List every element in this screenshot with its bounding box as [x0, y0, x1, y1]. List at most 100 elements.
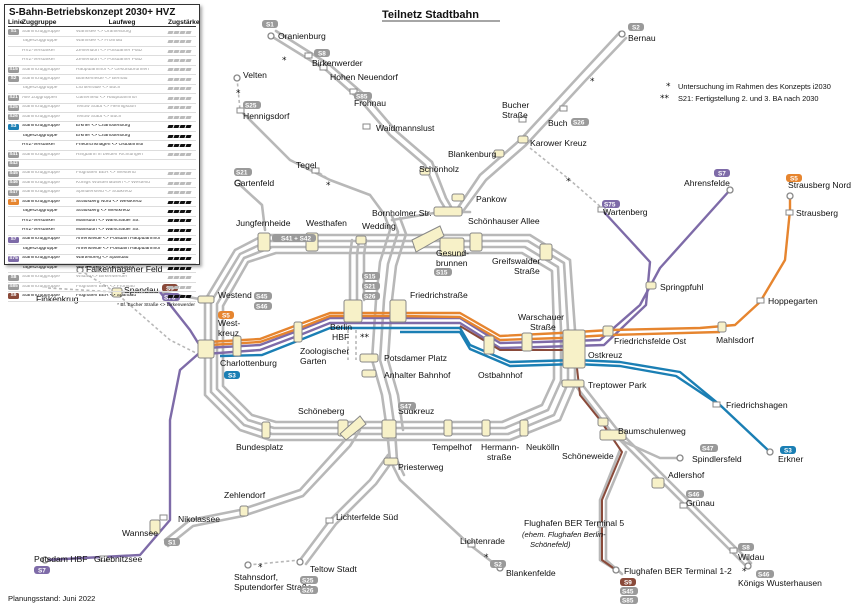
station-warschauer[interactable] — [521, 332, 533, 352]
station-hermannstrasse[interactable] — [481, 419, 491, 437]
terminus-ber — [612, 566, 620, 574]
badge-s47-spindlersfeld[interactable]: S47 — [700, 444, 718, 453]
label-birkenwerder: Birkenwerder — [312, 58, 363, 68]
station-potsdamer[interactable] — [359, 353, 379, 363]
badge-s26-north[interactable]: S26 — [571, 118, 589, 127]
station-westkreuz[interactable] — [197, 339, 215, 359]
station-charlottenburg[interactable] — [232, 335, 242, 357]
legend-title: S-Bahn-Betriebskonzept 2030+ HVZ — [9, 7, 176, 18]
terminus-erkner — [766, 448, 774, 456]
legend-row-route: Strausberg Nord <> Westkreuz — [76, 199, 143, 204]
station-treptower[interactable] — [561, 379, 585, 388]
badge-s75-wartenberg[interactable]: S75 — [602, 200, 620, 209]
station-friedrichsfelde[interactable] — [602, 325, 614, 337]
badge-s15-hbf[interactable]: S15 — [362, 272, 380, 281]
station-springpfuhl[interactable] — [645, 281, 657, 290]
label-koenigs-wusterhausen: Königs Wusterhausen — [738, 578, 822, 588]
badge-s7-ahrensfelde[interactable]: S7 — [714, 169, 730, 178]
station-gesundbrunnen[interactable] — [439, 237, 465, 257]
legend-row-cars — [167, 181, 194, 185]
badge-s8-wildau[interactable]: S8 — [738, 543, 754, 552]
planned-lines — [47, 77, 603, 566]
badge-s85-north[interactable]: S85 — [354, 92, 372, 101]
badge-s5-westkreuz[interactable]: S5 — [218, 311, 234, 320]
station-ostbahnhof[interactable] — [483, 335, 495, 355]
badge-s21[interactable]: S21 — [234, 168, 252, 177]
station-neukoelln[interactable] — [519, 419, 529, 437]
legend-header: Linie Zuggruppe Laufweg Zugstärke — [8, 19, 200, 27]
station-baumschulenweg[interactable] — [597, 417, 609, 427]
station-zoo[interactable] — [293, 321, 303, 343]
badge-s15-gesund[interactable]: S15 — [434, 268, 452, 277]
station-schoenhauser[interactable] — [469, 232, 483, 252]
station-mahlsdorf[interactable] — [717, 321, 727, 333]
station-blankenburg[interactable] — [493, 149, 505, 158]
station-hbf[interactable] — [343, 299, 363, 323]
badge-s85-ber[interactable]: S85 — [620, 596, 638, 605]
badge-s21-hbf[interactable]: S21 — [362, 282, 380, 291]
label-blankenfelde: Blankenfelde — [506, 568, 556, 578]
badge-s26-hbf[interactable]: S26 — [362, 292, 380, 301]
legend-line-badge: S47 — [8, 189, 19, 196]
badge-s46-gruenau[interactable]: S46 — [686, 490, 704, 499]
badge-s3-charlottenburg[interactable]: S3 — [224, 371, 240, 380]
badge-s1-north[interactable]: S1 — [262, 20, 278, 29]
badge-s1-wannsee[interactable]: S1 — [164, 538, 180, 547]
station-markers — [111, 135, 727, 535]
station-ostkreuz[interactable] — [562, 329, 586, 369]
badge-s45-ber[interactable]: S45 — [620, 587, 638, 596]
label-bernau: Bernau — [628, 33, 656, 43]
badge-s46-westend[interactable]: S46 — [254, 302, 272, 311]
badge-s3-erkner[interactable]: S3 — [780, 446, 796, 455]
car-icon — [185, 106, 192, 110]
legend-row-route: Friedrichshagen <> Ostbahnhof — [76, 143, 144, 148]
station-tempelhof[interactable] — [443, 419, 453, 437]
legend-row-cars — [167, 294, 194, 298]
station-pankow[interactable] — [451, 193, 465, 202]
hbf-north-3 — [362, 238, 368, 302]
badge-s46-kw[interactable]: S46 — [756, 570, 774, 579]
station-anhalter[interactable] — [361, 369, 377, 378]
station-westend[interactable] — [197, 295, 215, 304]
badge-s26-teltow[interactable]: S26 — [300, 586, 318, 595]
notes-block: * Untersuchung im Rahmen des Konzepts i2… — [660, 82, 831, 104]
badge-s25-north[interactable]: S25 — [243, 101, 261, 110]
legend-row-group: Stammzuggruppe — [22, 180, 60, 185]
badge-s41-42[interactable]: S41 + S42 — [272, 234, 316, 243]
station-spandau[interactable] — [111, 287, 123, 298]
legend-row-group: Stammzuggruppe — [22, 152, 60, 157]
station-priesterweg[interactable] — [383, 457, 399, 466]
legend-row-line: S7 — [8, 236, 22, 243]
badge-s47-suedkreuz[interactable]: S47 — [398, 402, 416, 411]
badge-s5-strausberg[interactable]: S5 — [786, 174, 802, 183]
station-zehlendorf[interactable] — [239, 505, 249, 517]
station-schoenholz[interactable] — [419, 167, 431, 176]
badge-s45-westend[interactable]: S45 — [254, 292, 272, 301]
legend-row-line: S2 — [8, 76, 22, 83]
station-wannsee[interactable] — [149, 519, 161, 535]
legend-row-cars — [167, 134, 194, 138]
label-friedrichshagen: Friedrichshagen — [726, 400, 788, 410]
badge-s8-north[interactable]: S8 — [314, 49, 330, 58]
star-hbf: ** — [360, 333, 370, 343]
station-schoeneweide[interactable] — [599, 429, 627, 441]
station-karower[interactable] — [517, 135, 529, 144]
badge-s25-teltow[interactable]: S25 — [300, 576, 318, 585]
station-jungfernheide[interactable] — [257, 232, 271, 252]
badge-s7-potsdam[interactable]: S7 — [34, 566, 50, 575]
station-bornholmer[interactable] — [433, 206, 463, 217]
badge-s2-blankenfelde[interactable]: S2 — [490, 560, 506, 569]
station-wedding[interactable] — [355, 235, 367, 245]
legend-row-line: S85 — [8, 284, 22, 291]
station-friedrichstrasse[interactable] — [389, 299, 407, 323]
station-greifswalder[interactable] — [539, 243, 553, 261]
station-adlershof[interactable] — [651, 477, 665, 489]
badge-s9-ber[interactable]: S9 — [620, 578, 636, 587]
terminus-velten — [233, 74, 241, 82]
label-westhafen: Westhafen — [306, 218, 347, 228]
station-suedkreuz[interactable] — [381, 419, 397, 439]
badge-s2-north[interactable]: S2 — [628, 23, 644, 32]
station-bundesplatz[interactable] — [261, 421, 271, 439]
